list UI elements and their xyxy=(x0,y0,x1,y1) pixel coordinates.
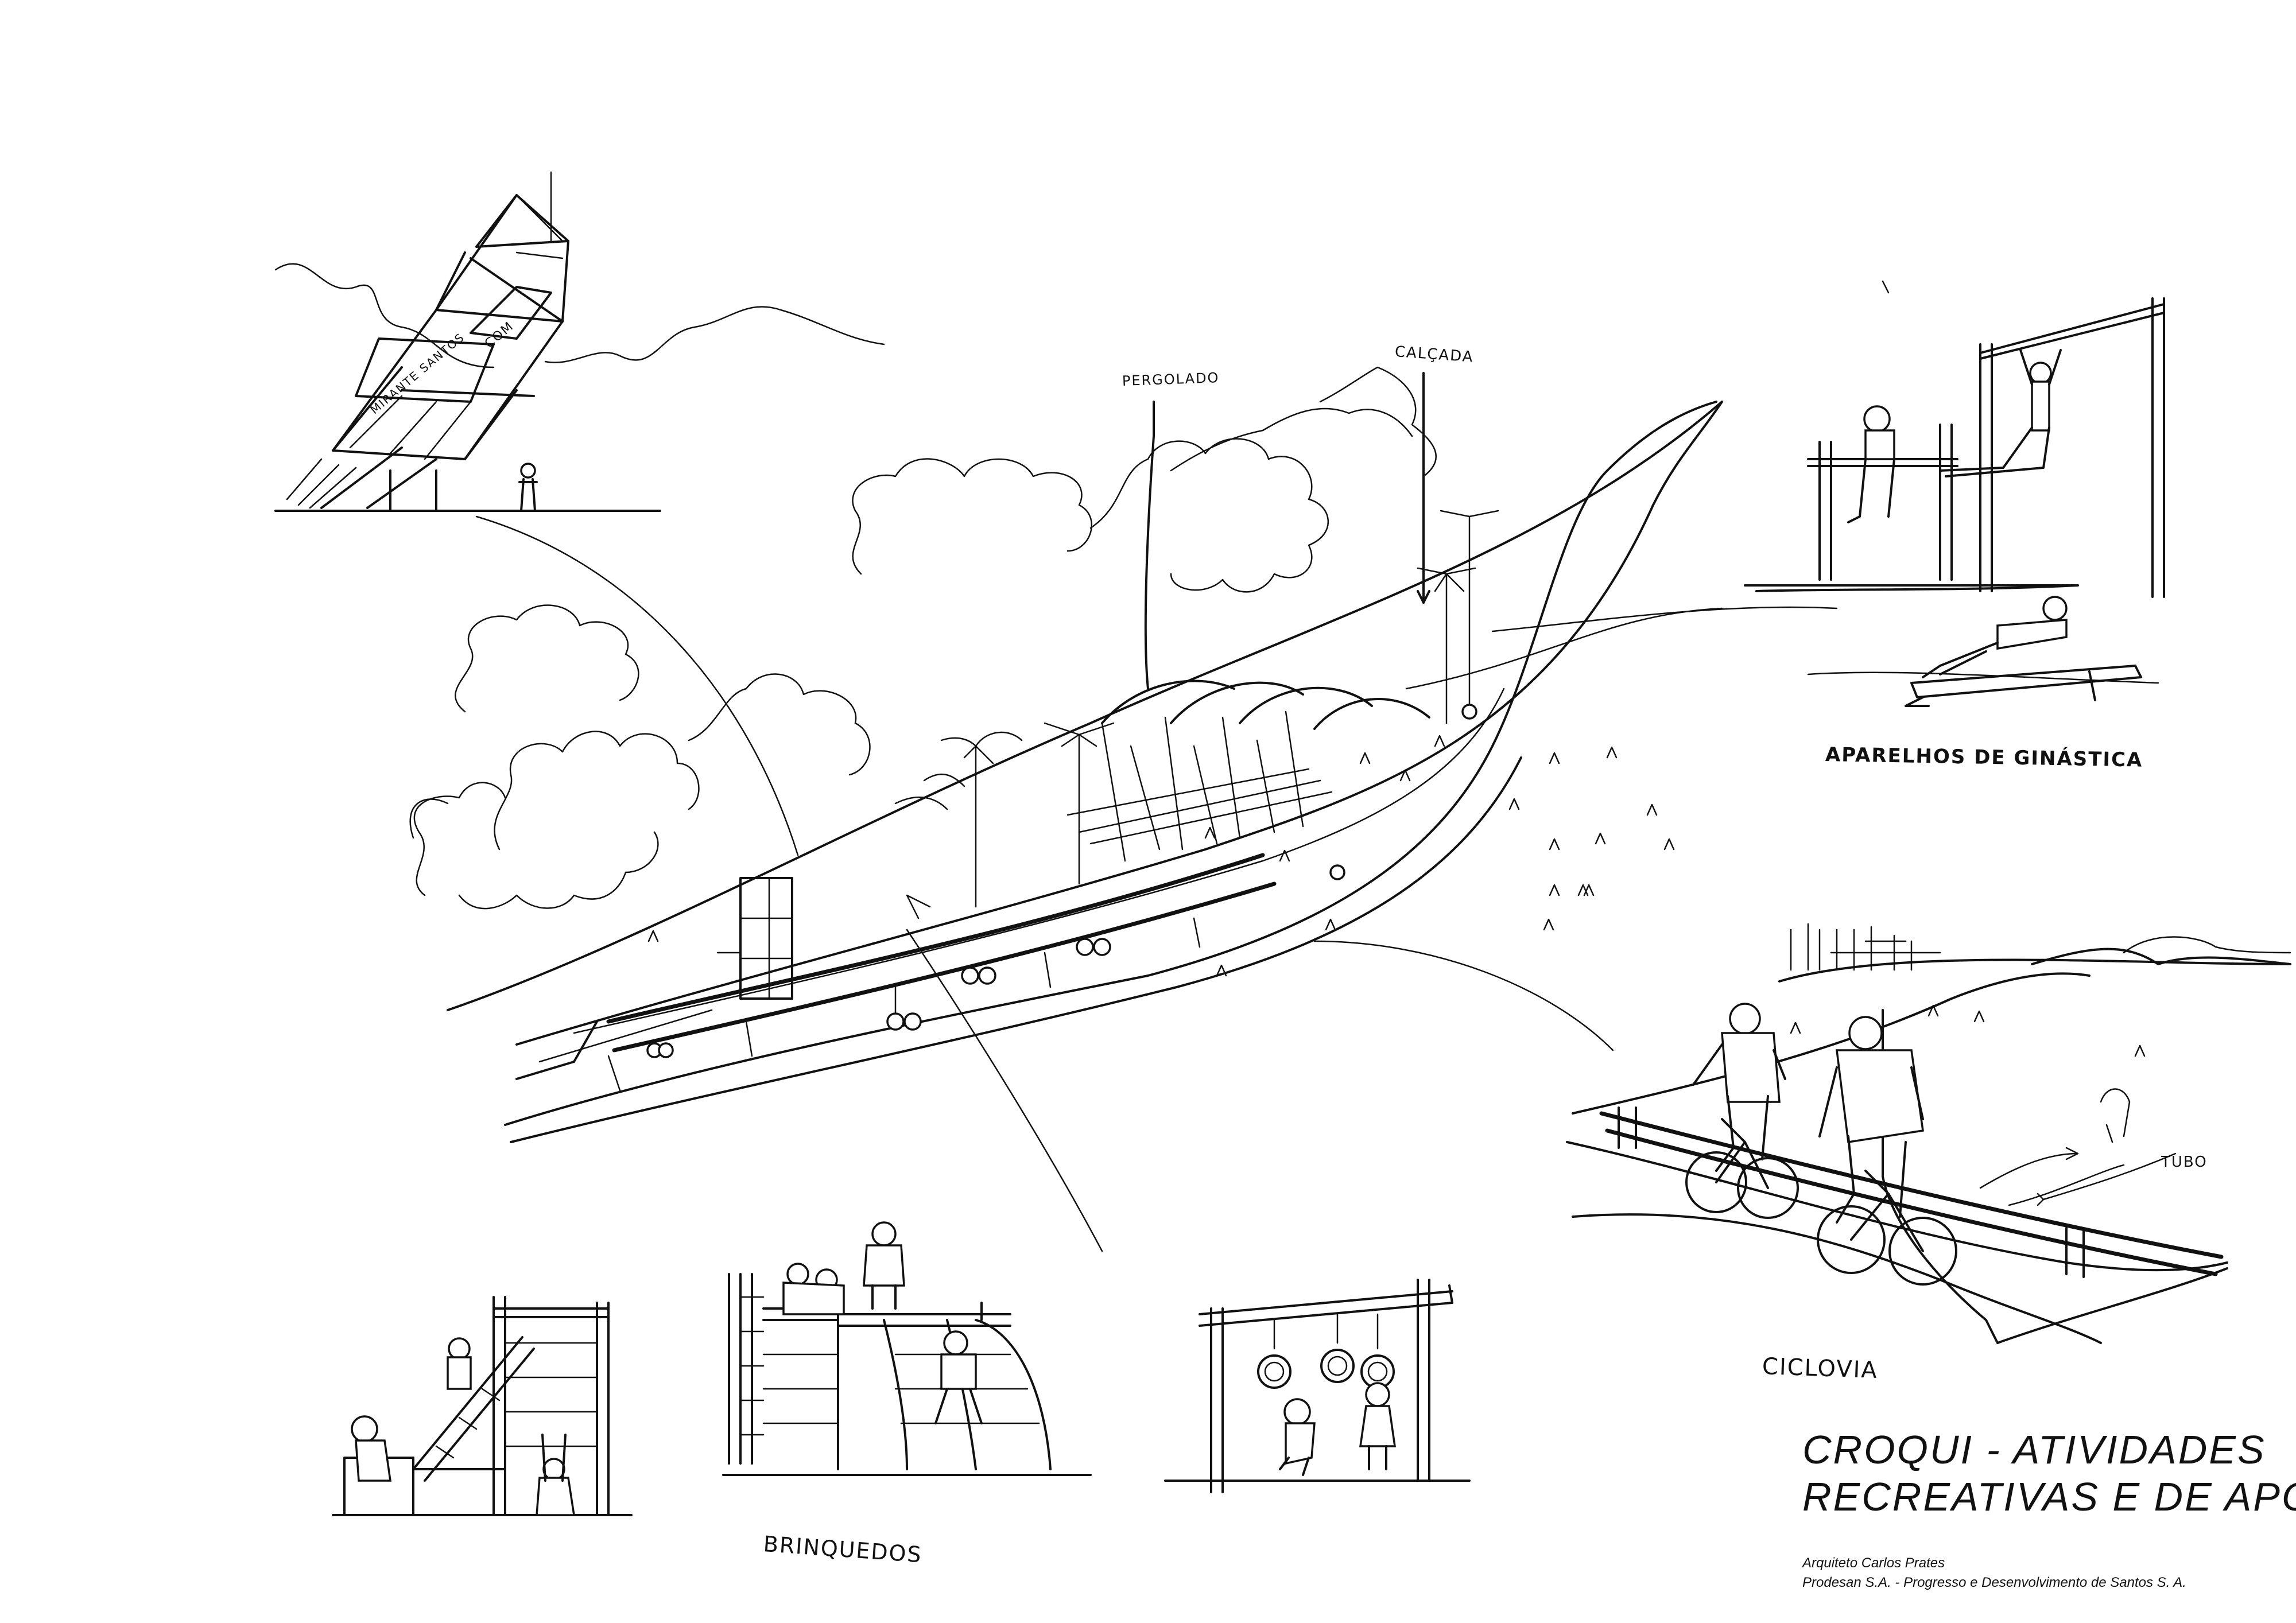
cycle-path-sketch xyxy=(1566,923,2291,1344)
title-line-1: CROQUI - ATIVIDADES xyxy=(1802,1427,2266,1472)
title-block: CROQUI - ATIVIDADES RECREATIVAS E DE APO… xyxy=(1802,1426,2296,1593)
credits: Arquiteto Carlos Prates Prodesan S.A. - … xyxy=(1802,1554,2296,1593)
gym-equipment-sketch xyxy=(1744,280,2165,707)
credit-architect: Arquiteto Carlos Prates xyxy=(1802,1555,1945,1571)
title-line-2: RECREATIVAS E DE APOIO xyxy=(1802,1474,2296,1519)
playground-toys-sketch xyxy=(332,1221,1471,1516)
beach-figures xyxy=(647,735,1675,977)
label-tubo: TUBO xyxy=(2161,1154,2208,1171)
label-leader-lines xyxy=(2037,1152,2177,1206)
promenade-perspective xyxy=(447,372,1838,1252)
clouds-and-tree-canopies xyxy=(274,263,1437,910)
label-ciclovia: CICLOVIA xyxy=(1762,1353,1879,1384)
credit-company: Prodesan S.A. - Progresso e Desenvolvime… xyxy=(1802,1575,2186,1590)
observation-tower-sketch xyxy=(274,171,661,512)
label-pergolado: PERGOLADO xyxy=(1122,370,1220,389)
